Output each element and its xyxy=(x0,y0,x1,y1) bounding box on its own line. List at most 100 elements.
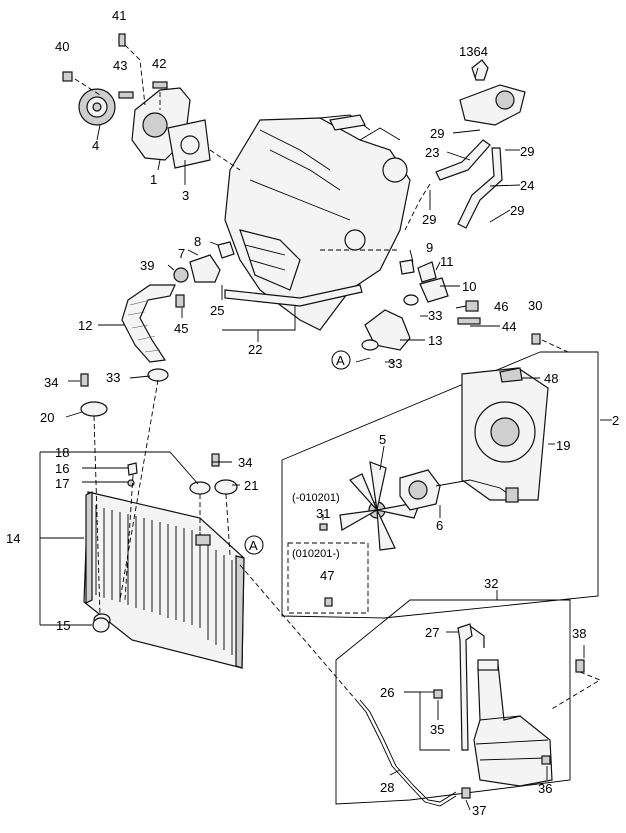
label-18: 18 xyxy=(55,445,69,460)
label-refA2: A xyxy=(249,538,258,553)
label-30: 30 xyxy=(528,298,542,313)
label-29a: 29 xyxy=(430,126,444,141)
label-2: 2 xyxy=(612,413,619,428)
label-15: 15 xyxy=(56,618,70,633)
label-14: 14 xyxy=(6,531,20,546)
bolt-43 xyxy=(118,91,134,99)
label-10: 10 xyxy=(462,279,476,294)
label-5: 5 xyxy=(379,432,386,447)
variant-after-label: (010201-) xyxy=(292,548,340,560)
outlet-10 xyxy=(419,277,449,303)
label-33a: 33 xyxy=(428,308,442,323)
label-43: 43 xyxy=(113,58,127,73)
label-4: 4 xyxy=(92,138,99,153)
label-34a: 34 xyxy=(44,375,58,390)
label-37: 37 xyxy=(472,803,486,818)
radiator-14 xyxy=(83,491,245,669)
clamp-33-upper xyxy=(147,368,169,382)
engine-block xyxy=(224,114,411,331)
label-29b: 29 xyxy=(520,144,534,159)
variant-box xyxy=(287,542,369,614)
bolt-38 xyxy=(575,659,585,673)
bolt-34-left xyxy=(80,373,89,387)
label-23: 23 xyxy=(425,145,439,160)
dipstick-27 xyxy=(457,623,473,751)
label-28: 28 xyxy=(380,780,394,795)
label-41: 41 xyxy=(112,8,126,23)
thermostat-9 xyxy=(399,259,415,275)
label-27: 27 xyxy=(425,625,439,640)
drain-16 xyxy=(127,462,138,476)
bolt-41 xyxy=(118,33,126,47)
label-29d: 29 xyxy=(510,203,524,218)
hose-24 xyxy=(457,147,503,229)
hose-23 xyxy=(435,139,491,181)
bolt-46 xyxy=(465,300,479,312)
label-9: 9 xyxy=(426,240,433,255)
fitting-8 xyxy=(217,241,235,259)
clip-37 xyxy=(461,787,471,799)
label-32: 32 xyxy=(484,576,498,591)
water-pump-assembly xyxy=(62,33,211,169)
bolt-42 xyxy=(152,81,168,89)
label-26: 26 xyxy=(380,685,394,700)
label-1: 1 xyxy=(150,172,157,187)
bolt-45 xyxy=(175,294,185,308)
label-31: 31 xyxy=(316,506,330,521)
mount-18 xyxy=(189,481,211,495)
label-12: 12 xyxy=(78,318,92,333)
label-33c: 33 xyxy=(106,370,120,385)
bolt-34-right xyxy=(211,453,220,467)
reservoir-tank xyxy=(473,659,553,787)
bolt-47 xyxy=(324,597,333,607)
bracket-48 xyxy=(499,367,523,383)
label-17: 17 xyxy=(55,476,69,491)
label-refA1: A xyxy=(336,353,345,368)
label-39: 39 xyxy=(140,258,154,273)
drain-plug-15 xyxy=(92,617,110,633)
label-6: 6 xyxy=(436,518,443,533)
water-inlet-pipe-22 xyxy=(224,284,363,307)
label-16: 16 xyxy=(55,461,69,476)
bolt-30 xyxy=(531,333,541,345)
bolt-44 xyxy=(457,317,481,325)
label-36: 36 xyxy=(538,781,552,796)
bolt-31 xyxy=(319,523,328,531)
mount-21 xyxy=(214,479,238,495)
bolt-35 xyxy=(433,689,443,699)
overflow-hose-28 xyxy=(355,699,457,807)
label-48: 48 xyxy=(544,371,558,386)
label-1364: 1364 xyxy=(459,44,488,59)
bolt-36 xyxy=(541,755,551,765)
label-29c: 29 xyxy=(422,212,436,227)
label-22: 22 xyxy=(248,342,262,357)
variant-before-label: (-010201) xyxy=(292,492,340,504)
label-42: 42 xyxy=(152,56,166,71)
label-13: 13 xyxy=(428,333,442,348)
label-33b: 33 xyxy=(388,356,402,371)
label-46: 46 xyxy=(494,299,508,314)
label-47: 47 xyxy=(320,568,334,583)
reference-a-circle xyxy=(331,350,351,370)
label-24: 24 xyxy=(520,178,534,193)
thermostat-housing xyxy=(459,59,526,126)
reference-a-circle xyxy=(244,535,264,555)
label-11: 11 xyxy=(440,254,454,269)
label-35: 35 xyxy=(430,722,444,737)
label-21: 21 xyxy=(244,478,258,493)
plug-17 xyxy=(127,479,135,487)
gasket-11 xyxy=(417,261,437,283)
label-8: 8 xyxy=(194,234,201,249)
bolt-40 xyxy=(62,71,73,82)
reservoir-box xyxy=(335,599,571,805)
label-19: 19 xyxy=(556,438,570,453)
fan-assembly-box xyxy=(281,351,599,619)
label-45: 45 xyxy=(174,321,188,336)
label-38: 38 xyxy=(572,626,586,641)
label-3: 3 xyxy=(182,188,189,203)
upper-hose-12 xyxy=(121,284,176,363)
label-7: 7 xyxy=(178,246,185,261)
label-44: 44 xyxy=(502,319,516,334)
